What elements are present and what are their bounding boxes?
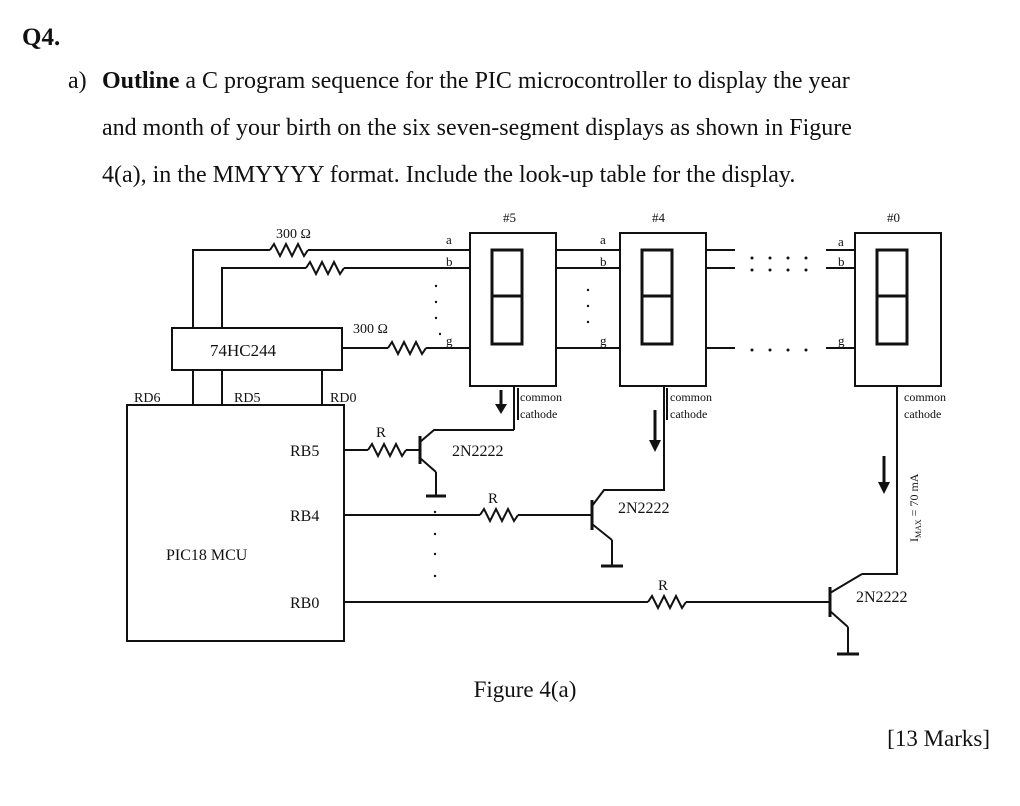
buffer-label: 74HC244 <box>210 341 277 360</box>
pin-rd5: RD5 <box>234 391 260 406</box>
seg-g-label-4: g <box>600 333 607 348</box>
question-line-1: a) Outline a C program sequence for the P… <box>68 58 998 105</box>
pin-rb5: RB5 <box>290 443 319 460</box>
digit-8-icon <box>875 248 909 346</box>
pin-rd6: RD6 <box>134 391 160 406</box>
question-line-3: 4(a), in the MMYYYY format. Include the … <box>102 162 796 188</box>
line1-rest: a C program sequence for the PIC microco… <box>179 68 850 94</box>
display-0 <box>854 232 942 387</box>
transistor-label: 2N2222 <box>618 500 670 517</box>
resistor-r-label: R <box>488 491 498 507</box>
pin-rb0: RB0 <box>290 595 319 612</box>
pin-rb4: RB4 <box>290 508 319 525</box>
cathode-label-5: cathode <box>520 407 557 421</box>
display-5 <box>469 232 557 387</box>
mcu-box <box>126 404 345 642</box>
arrow-down-icon <box>649 440 661 452</box>
seg-a-label-5: a <box>446 232 452 247</box>
common-label-0: common <box>904 390 946 404</box>
digit-8-icon <box>640 248 674 346</box>
seg-b-label-4: b <box>600 254 607 269</box>
question-number: Q4. <box>22 24 61 51</box>
pin-rd0: RD0 <box>330 391 356 406</box>
marks-label: [13 Marks] <box>887 726 990 751</box>
digit-8-icon <box>490 248 524 346</box>
resistor-r-label: R <box>376 425 386 441</box>
display-label-5: #5 <box>503 210 516 225</box>
resistor-300-top-label: 300 Ω <box>276 227 311 242</box>
seg-g-label-0: g <box>838 333 845 348</box>
resistor-300-mid-label: 300 Ω <box>353 322 388 337</box>
resistor-r-label: R <box>658 578 668 594</box>
seg-b-label-0: b <box>838 254 845 269</box>
common-label-4: common <box>670 390 712 404</box>
seg-b-label-5: b <box>446 254 453 269</box>
display-label-0: #0 <box>887 210 900 225</box>
question-text: a) Outline a C program sequence for the P… <box>68 58 998 199</box>
mcu-label: PIC18 MCU <box>166 547 248 564</box>
figure-caption: Figure 4(a) <box>473 677 577 702</box>
display-label-4: #4 <box>652 210 666 225</box>
display-4 <box>619 232 707 387</box>
transistor-label: 2N2222 <box>452 443 504 460</box>
cathode-label-0: cathode <box>904 407 941 421</box>
seg-a-label-0: a <box>838 234 844 249</box>
seg-g-label-5: g <box>446 333 453 348</box>
cathode-label-4: cathode <box>670 407 707 421</box>
imax-label: IMAX = 70 mA <box>907 473 923 542</box>
part-label: a) <box>68 68 87 94</box>
seg-a-label-4: a <box>600 232 606 247</box>
common-label-5: common <box>520 390 562 404</box>
arrow-down-icon <box>878 482 890 494</box>
arrow-down-icon <box>495 404 507 414</box>
transistor-label: 2N2222 <box>856 589 908 606</box>
keyword-outline: Outline <box>102 68 180 94</box>
question-line-2: and month of your birth on the six seven… <box>102 115 852 141</box>
